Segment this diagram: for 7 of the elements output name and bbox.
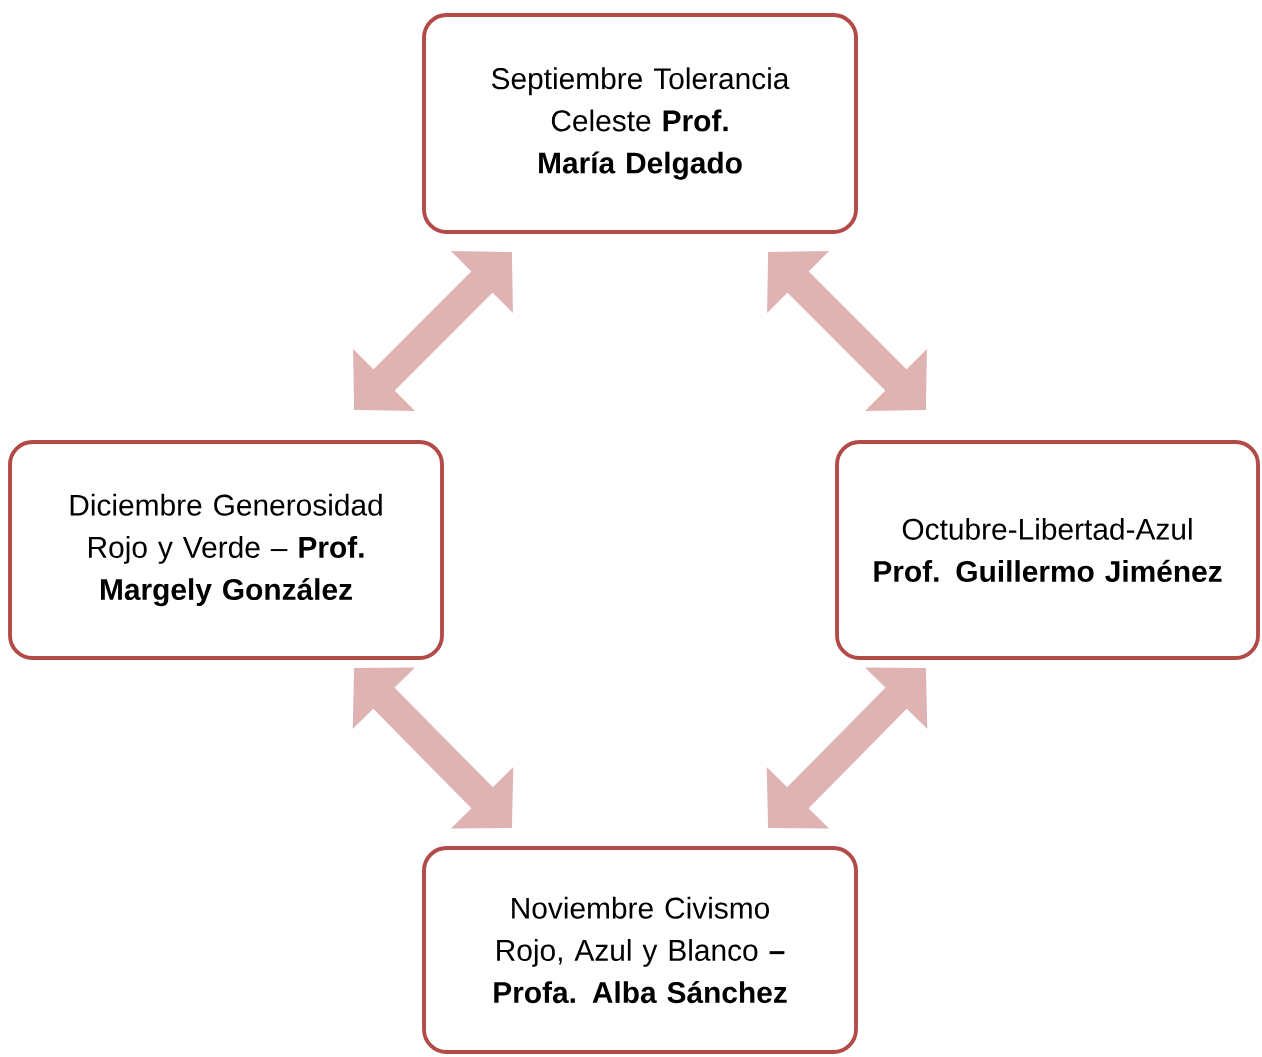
process-box: Octubre-Libertad-Azul Prof. Guillermo Jiménez: [835, 440, 1260, 660]
process-box: Septiembre Tolerancia Celeste Prof. María Delgado: [422, 13, 858, 234]
double-arrow: [353, 251, 513, 411]
double-arrow: [352, 667, 514, 829]
double-arrow: [767, 251, 927, 411]
process-box: Noviembre Civismo Rojo, Azul y Blanco – Profa. Alba Sánchez: [422, 846, 858, 1054]
process-box: Diciembre Generosidad Rojo y Verde – Prof. Margely González: [8, 440, 444, 660]
